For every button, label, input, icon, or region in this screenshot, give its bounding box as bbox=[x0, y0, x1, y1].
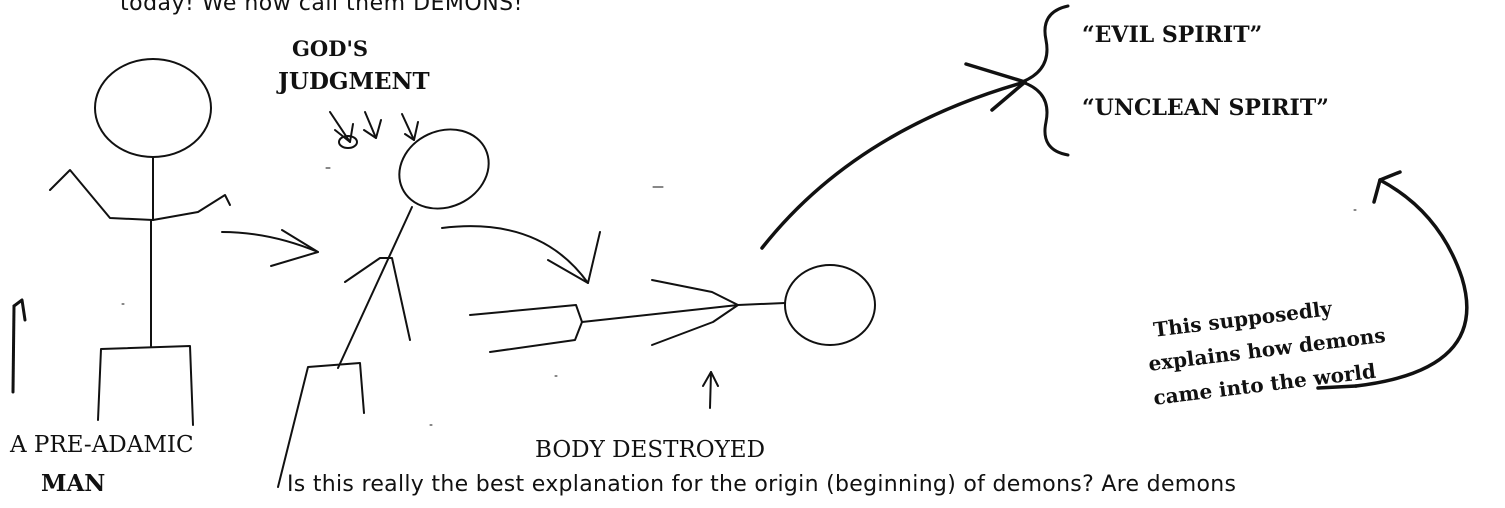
arrow-judged-to-destroyed bbox=[442, 226, 600, 283]
pre-adamic-label-line2: MAN bbox=[41, 470, 105, 497]
standing-man-legs bbox=[98, 346, 193, 425]
evil-spirit-label: “EVIL SPIRIT” bbox=[1082, 22, 1262, 48]
question-text: Is this really the best explanation for … bbox=[287, 472, 1236, 497]
unclean-spirit-label: “UNCLEAN SPIRIT” bbox=[1082, 95, 1329, 121]
standing-man-right-arm bbox=[153, 195, 230, 220]
body-destroyed-arrow bbox=[703, 372, 718, 408]
judged-man-head bbox=[386, 115, 501, 223]
note-arrow bbox=[1318, 172, 1467, 388]
arrow-body-to-spirit bbox=[762, 64, 1025, 248]
spirit-brace bbox=[1022, 6, 1068, 155]
up-arrow-left bbox=[13, 300, 25, 392]
judged-man-figure bbox=[278, 115, 502, 487]
intro-text: today! We now call them DEMONS! bbox=[120, 0, 523, 16]
standing-man-left-arm bbox=[50, 170, 153, 220]
destroyed-body-figure bbox=[470, 265, 875, 352]
arrow-man-to-judged bbox=[222, 230, 318, 266]
judgment-label-line2: JUDGMENT bbox=[278, 68, 430, 95]
judgment-label-line1: GOD'S bbox=[292, 36, 368, 61]
destroyed-body-head bbox=[785, 265, 875, 345]
judgment-arrows bbox=[330, 112, 418, 148]
body-destroyed-label: BODY DESTROYED bbox=[535, 437, 765, 463]
pre-adamic-label-line1: A PRE-ADAMIC bbox=[10, 432, 194, 458]
standing-man-head bbox=[95, 59, 211, 157]
standing-man-figure bbox=[50, 59, 230, 425]
